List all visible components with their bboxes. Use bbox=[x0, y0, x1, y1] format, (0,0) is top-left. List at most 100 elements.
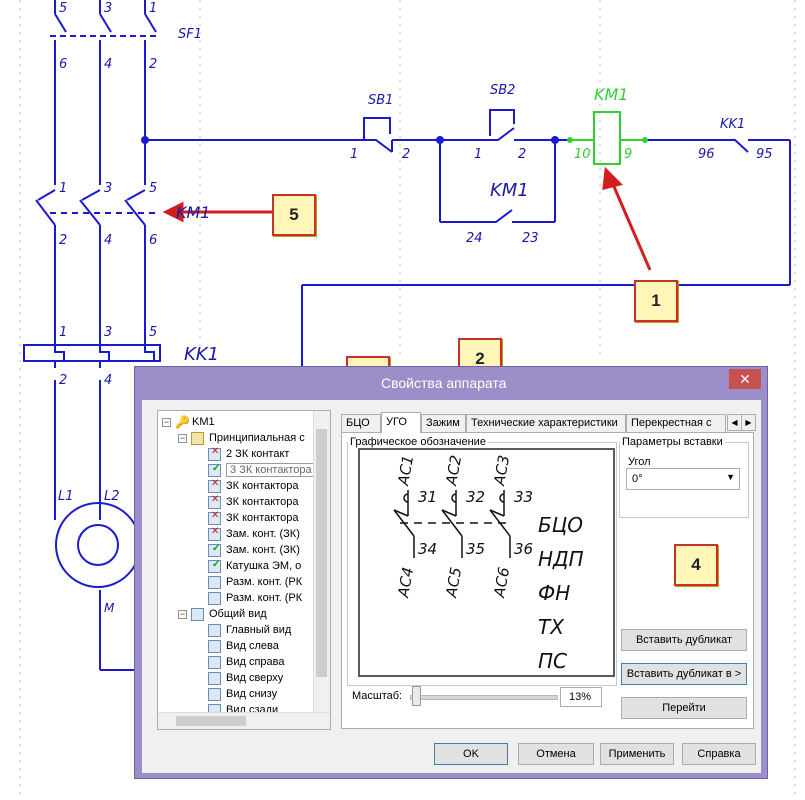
cancel-button[interactable]: Отмена bbox=[518, 743, 594, 765]
scale-slider-thumb[interactable] bbox=[412, 686, 421, 706]
insert-duplicate-in-button[interactable]: Вставить дубликат в > bbox=[621, 663, 747, 685]
tree-item[interactable]: Зам. конт. (ЗК) bbox=[208, 542, 300, 558]
folder-icon bbox=[191, 431, 204, 445]
tree-group-schematic[interactable]: − Принципиальная с bbox=[178, 430, 305, 446]
tree-item[interactable]: Вид снизу bbox=[208, 686, 277, 702]
dialog-titlebar[interactable]: Свойства аппарата ✕ bbox=[135, 367, 767, 401]
element-unplaced-icon bbox=[208, 446, 221, 461]
collapse-icon[interactable]: − bbox=[162, 416, 171, 427]
tab-bco[interactable]: БЦО bbox=[341, 414, 381, 432]
tab-ugo[interactable]: УГО bbox=[381, 412, 421, 433]
pin-label: AC2 bbox=[442, 454, 465, 488]
tree-item-label: Катушка ЭМ, о bbox=[226, 560, 302, 572]
close-button[interactable]: ✕ bbox=[729, 369, 761, 389]
pin-label: 33 bbox=[514, 488, 533, 506]
attribute-label: ПС bbox=[538, 649, 567, 673]
tree-item-label: 2 ЗК контакт bbox=[226, 448, 290, 460]
graphic-symbol-group: Графическое обозначение bbox=[347, 436, 617, 686]
ok-button[interactable]: OK bbox=[434, 743, 508, 765]
scale-value-field[interactable]: 13% bbox=[560, 687, 602, 707]
sb2-pin: 1 bbox=[474, 147, 482, 162]
pin-label: 31 bbox=[418, 488, 437, 506]
tree-item[interactable]: Вид справа bbox=[208, 654, 285, 670]
kk1-left-label: KK1 bbox=[184, 344, 219, 365]
tree-item[interactable]: Зам. конт. (ЗК) bbox=[208, 526, 300, 542]
pin-label: AC3 bbox=[490, 454, 513, 488]
scrollbar-thumb[interactable] bbox=[316, 429, 327, 677]
tree-item-label: ЗК контактора bbox=[226, 480, 299, 492]
symbol-preview[interactable]: AC1 AC2 AC3 31 32 33 34 35 36 AC4 AC5 AC… bbox=[358, 448, 615, 677]
attribute-label: ТХ bbox=[538, 615, 565, 639]
angle-label: Угол bbox=[628, 456, 651, 468]
tree-item[interactable]: Вид слева bbox=[208, 638, 279, 654]
tab-scroll-left-icon[interactable]: ◀ bbox=[727, 414, 742, 431]
tab-crossref[interactable]: Перекрестная с bbox=[626, 414, 726, 432]
tree-vertical-scrollbar[interactable] bbox=[313, 411, 330, 729]
collapse-icon[interactable]: − bbox=[178, 608, 187, 619]
graphic-symbol-legend: Графическое обозначение bbox=[350, 436, 486, 448]
tree-item-selected[interactable]: 3 ЗК контактора bbox=[208, 462, 316, 478]
km-pin: 6 bbox=[149, 233, 157, 248]
folder-icon bbox=[191, 607, 204, 621]
dialog-title: Свойства аппарата bbox=[381, 375, 507, 391]
sb1-label: SB1 bbox=[368, 93, 393, 108]
km1-main-label: KM1 bbox=[176, 203, 210, 222]
tree-item[interactable]: ЗК контактора bbox=[208, 494, 298, 510]
apply-button[interactable]: Применить bbox=[600, 743, 674, 765]
tree-item[interactable]: Разм. конт. (РК bbox=[208, 574, 302, 590]
view-icon bbox=[208, 671, 221, 685]
element-icon bbox=[208, 591, 221, 605]
tree-item[interactable]: Вид сверху bbox=[208, 670, 283, 686]
view-icon bbox=[208, 655, 221, 669]
tree-item-label: Вид слева bbox=[226, 640, 279, 652]
tree-item-label: Разм. конт. (РК bbox=[226, 592, 303, 604]
tree-group-general-view[interactable]: − Общий вид bbox=[178, 606, 267, 622]
callout-4: 4 bbox=[674, 544, 718, 586]
chevron-down-icon: ▼ bbox=[726, 472, 735, 482]
sb1-pin: 2 bbox=[402, 147, 410, 162]
goto-button[interactable]: Перейти bbox=[621, 697, 747, 719]
sf1-pin: 2 bbox=[149, 57, 157, 72]
tab-specs[interactable]: Технические характеристики bbox=[466, 414, 626, 432]
tree-horizontal-scrollbar[interactable] bbox=[158, 712, 330, 729]
kk-pin: 5 bbox=[149, 325, 157, 340]
km1-aux-label: KM1 bbox=[490, 180, 529, 201]
tree-item[interactable]: ЗК контактора bbox=[208, 478, 298, 494]
tab-terminal[interactable]: Зажим bbox=[421, 414, 466, 432]
tree-root[interactable]: − 🔑 KM1 bbox=[162, 414, 215, 430]
scale-label: Масштаб: bbox=[352, 690, 403, 702]
tree-item[interactable]: Главный вид bbox=[208, 622, 291, 638]
tab-strip: БЦО УГО Зажим Технические характеристики… bbox=[341, 412, 756, 433]
kk-pin: 4 bbox=[104, 373, 112, 388]
tree-item-label: Зам. конт. (ЗК) bbox=[226, 528, 300, 540]
tab-scroll-right-icon[interactable]: ▶ bbox=[741, 414, 756, 431]
angle-select[interactable]: 0° ▼ bbox=[626, 468, 740, 490]
insert-params-legend: Параметры вставки bbox=[622, 436, 723, 448]
angle-select-value: 0° bbox=[632, 473, 643, 485]
collapse-icon[interactable]: − bbox=[178, 432, 187, 443]
view-icon bbox=[208, 623, 221, 637]
device-tree[interactable]: − 🔑 KM1 − Принципиальная с 2 ЗК контакт … bbox=[157, 410, 331, 730]
tree-item[interactable]: Катушка ЭМ, о bbox=[208, 558, 301, 574]
km-pin: 4 bbox=[104, 233, 112, 248]
tree-item[interactable]: ЗК контактора bbox=[208, 510, 298, 526]
km-pin: 3 bbox=[104, 181, 112, 196]
insert-duplicate-button[interactable]: Вставить дубликат bbox=[621, 629, 747, 651]
help-button[interactable]: Справка bbox=[682, 743, 756, 765]
scale-slider-track[interactable] bbox=[410, 695, 558, 700]
scrollbar-thumb[interactable] bbox=[176, 716, 246, 726]
element-unplaced-icon bbox=[208, 494, 221, 509]
element-unplaced-icon bbox=[208, 510, 221, 525]
tree-item[interactable]: 2 ЗК контакт bbox=[208, 446, 289, 462]
tree-item-label: 3 ЗК контактора bbox=[226, 463, 316, 477]
tree-item[interactable]: Разм. конт. (РК bbox=[208, 590, 302, 606]
sf1-pin: 4 bbox=[104, 57, 112, 72]
pin-label: 34 bbox=[418, 540, 437, 558]
pin-label: 36 bbox=[514, 540, 533, 558]
km-pin: 2 bbox=[59, 233, 67, 248]
tree-item-label: ЗК контактора bbox=[226, 512, 299, 524]
view-icon bbox=[208, 687, 221, 701]
tree-item-label: Вид справа bbox=[226, 656, 285, 668]
aux-pin: 24 bbox=[466, 231, 483, 246]
callout-1: 1 bbox=[634, 280, 678, 322]
